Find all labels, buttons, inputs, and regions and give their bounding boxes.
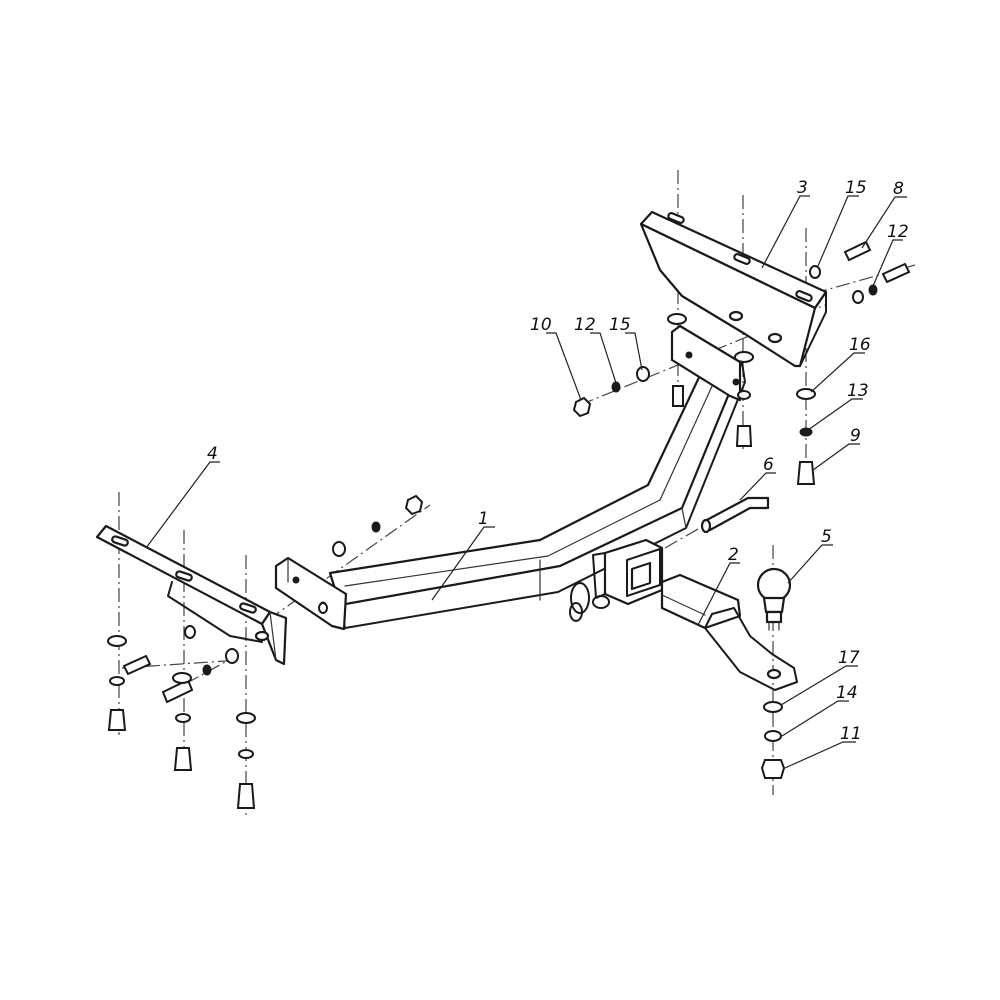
callout-2: 2	[728, 545, 739, 565]
callout-11: 11	[840, 724, 862, 744]
right-bracket	[639, 210, 828, 368]
pin	[700, 496, 770, 534]
main-beam	[274, 324, 746, 631]
callout-1: 1	[478, 509, 489, 529]
callout-15-left: 15	[609, 315, 631, 335]
left-bracket	[95, 524, 288, 666]
fasteners	[107, 240, 911, 809]
callout-3: 3	[797, 178, 808, 198]
callout-12-left: 12	[574, 315, 596, 335]
callout-8: 8	[893, 179, 904, 199]
callout-6: 6	[763, 455, 774, 475]
callout-15-right: 15	[845, 178, 867, 198]
callout-13: 13	[847, 381, 869, 401]
callout-4: 4	[207, 444, 218, 464]
ball-mount	[660, 573, 798, 691]
leader-lines	[145, 195, 907, 769]
callout-12-right: 12	[887, 222, 909, 242]
callout-5: 5	[821, 527, 832, 547]
callout-9: 9	[850, 426, 861, 446]
callout-16: 16	[849, 335, 871, 355]
callout-10: 10	[530, 315, 552, 335]
callout-14: 14	[836, 683, 858, 703]
callout-17: 17	[838, 648, 860, 668]
callout-labels: 1 2 3 4 5 6 8 9 10 11 12 12 13 14 15 15 …	[207, 178, 909, 744]
tow-ball	[756, 567, 792, 631]
